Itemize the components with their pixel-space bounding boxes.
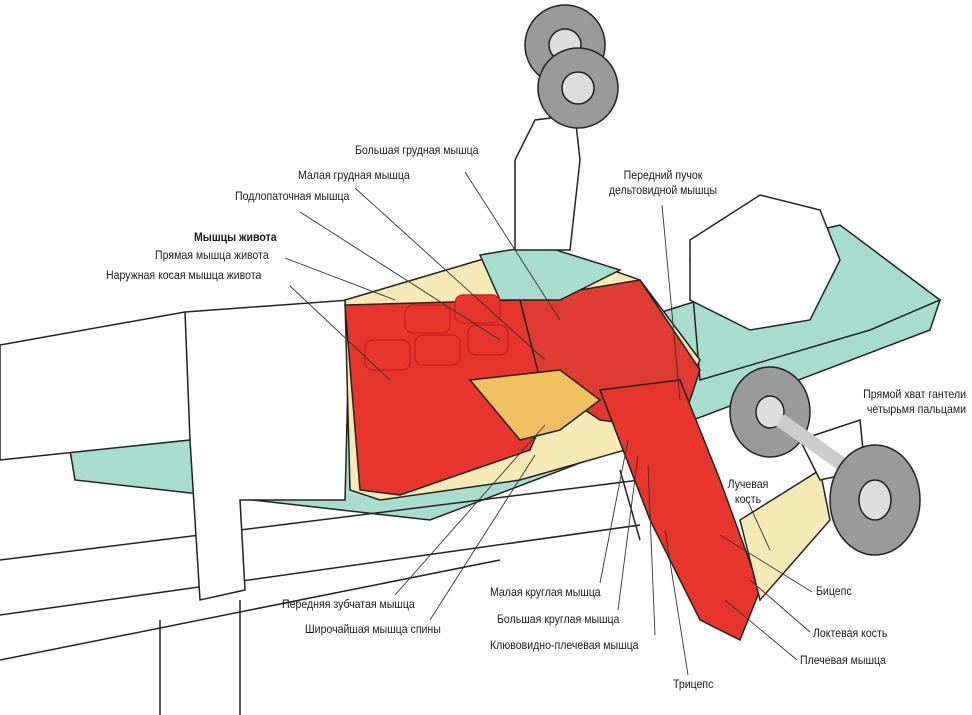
label-anterior-deltoid-line2: дельтовидной мышцы	[608, 183, 718, 197]
label-grip-line1: Прямой хват гантели	[863, 387, 966, 401]
label-rectus-abdominis: Прямая мышца живота	[155, 248, 269, 262]
legs	[0, 299, 351, 601]
label-serratus-anterior: Передняя зубчатая мышца	[282, 597, 415, 611]
label-ulna: Локтевая кость	[813, 626, 888, 640]
label-radius-line2: кость	[734, 492, 762, 506]
torso	[344, 244, 701, 501]
label-grip: Прямой хват гантели четырьмя пальцами	[838, 387, 966, 417]
label-coracobrachialis: Клювовидно-плечевая мышца	[490, 638, 639, 652]
label-teres-minor: Малая круглая мышца	[490, 585, 601, 599]
leader-lines	[284, 171, 813, 676]
label-triceps: Трицепс	[673, 677, 714, 691]
label-pectoralis-minor: Малая грудная мышца	[298, 168, 410, 182]
label-radius: Лучевая кость	[722, 477, 775, 507]
label-teres-major: Большая круглая мышца	[497, 612, 620, 626]
label-latissimus-dorsi: Широчайшая мышца спины	[305, 622, 441, 636]
label-abdominals-heading: Мышцы живота	[194, 230, 277, 244]
label-brachialis: Плечевая мышца	[800, 653, 886, 667]
head	[689, 194, 841, 331]
label-grip-line2: четырьмя пальцами	[866, 402, 966, 416]
label-subscapularis: Подлопаточная мышца	[235, 189, 350, 203]
label-radius-line1: Лучевая	[727, 477, 769, 491]
label-biceps: Бицепс	[816, 584, 852, 598]
dumbbell-top	[524, 4, 619, 129]
left-arm	[514, 114, 581, 251]
label-anterior-deltoid-line1: Передний пучок	[623, 168, 703, 182]
label-anterior-deltoid: Передний пучок дельтовидной мышцы	[606, 168, 720, 198]
label-external-oblique: Наружная косая мышца живота	[106, 268, 262, 282]
dumbbell-bottom	[729, 366, 921, 556]
label-pectoralis-major: Большая грудная мышца	[355, 143, 479, 157]
